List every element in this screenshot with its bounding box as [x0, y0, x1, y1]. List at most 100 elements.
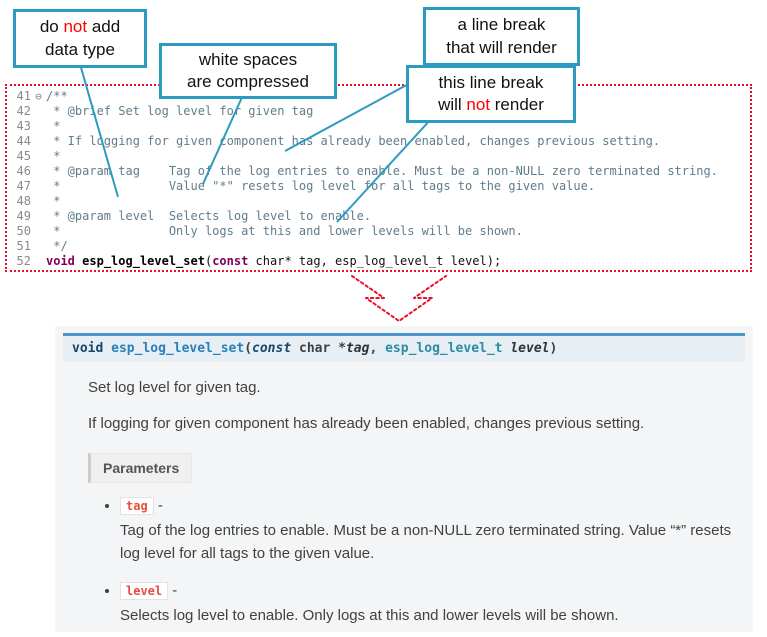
text-segment: char* tag, esp_log_level_t level);: [248, 254, 502, 268]
fold-gutter: [31, 194, 46, 209]
text-segment: esp_log_level_set: [111, 341, 245, 356]
callout-text: will: [438, 95, 467, 114]
callout-text-red: not: [466, 95, 491, 114]
fold-collapse-icon[interactable]: ⊖: [35, 90, 42, 103]
text-segment: tag: [345, 341, 370, 356]
text-segment: *: [330, 341, 346, 356]
text-segment: const: [212, 254, 249, 268]
parameter-dash: -: [153, 497, 163, 514]
text-segment: void: [72, 341, 104, 356]
fold-gutter: [31, 149, 46, 164]
code-line: 45 *: [7, 149, 750, 164]
callout-text: render: [490, 95, 544, 114]
text-segment: esp_log_level_set: [82, 254, 205, 268]
code-line: 48 *: [7, 194, 750, 209]
text-segment: * @brief Set log level for given tag: [46, 104, 314, 118]
code-text: *: [46, 119, 60, 134]
callout-text: add: [87, 17, 121, 37]
parameter-item: level - Selects log level to enable. Only…: [120, 581, 737, 627]
line-number: 42: [16, 104, 31, 118]
text-segment: */: [46, 239, 68, 253]
callout-text: do: [39, 17, 64, 37]
callout-line-break-renders: a line break that will render: [423, 7, 580, 66]
detailed-description: If logging for given component has alrea…: [88, 415, 645, 432]
callout-line-break-not-render: this line break will not render: [406, 65, 576, 123]
parameters-heading: Parameters: [88, 453, 193, 483]
text-segment: const: [252, 341, 292, 356]
code-text: * @param level Selects log level to enab…: [46, 209, 371, 224]
parameter-dash: -: [168, 581, 178, 599]
text-segment: * @param tag Tag of the log entries to e…: [46, 164, 718, 178]
parameter-description: Selects log level to enable. Only logs a…: [120, 606, 619, 624]
code-line: 42 * @brief Set log level for given tag: [7, 104, 750, 119]
line-number: 46: [16, 164, 31, 178]
code-line: 41 ⊖ /**: [7, 89, 750, 104]
line-number: 45: [16, 149, 31, 163]
rendered-docs-panel: void esp_log_level_set(const char *tag, …: [55, 326, 753, 632]
function-signature: void esp_log_level_set(const char *tag, …: [63, 333, 745, 362]
code-line: 52 void esp_log_level_set(const char* tag…: [7, 254, 750, 269]
code-line: 49 * @param level Selects log level to e…: [7, 209, 750, 224]
callout-text-red: not: [63, 17, 88, 37]
line-number: 41: [16, 89, 31, 103]
text-segment: * Only logs at this and lower levels wil…: [46, 224, 523, 238]
code-text: void esp_log_level_set(const char* tag, …: [46, 254, 501, 269]
text-segment: /**: [46, 89, 68, 103]
code-text: * Value "*" resets log level for all tag…: [46, 179, 595, 194]
code-line: 43 *: [7, 119, 750, 134]
code-editor: 41⊖/**42 * @brief Set log level for give…: [5, 84, 752, 272]
fold-gutter: [31, 254, 46, 269]
line-number: 44: [16, 134, 31, 148]
fold-gutter: [31, 179, 46, 194]
callout-line: that will render: [446, 37, 557, 57]
code-line: 51 */: [7, 239, 750, 254]
text-segment: * @param level Selects log level to enab…: [46, 209, 372, 223]
code-lines: 41⊖/**42 * @brief Set log level for give…: [7, 89, 750, 269]
code-text: * Only logs at this and lower levels wil…: [46, 224, 523, 239]
text-segment: *: [46, 194, 61, 208]
code-text: *: [46, 194, 60, 209]
text-segment: esp_log_level_t: [385, 341, 503, 356]
code-text: * @param tag Tag of the log entries to e…: [46, 164, 718, 179]
text-segment: char: [299, 341, 331, 356]
parameters-list: tag -Tag of the log entries to enable. M…: [88, 497, 737, 627]
code-text: *: [46, 149, 60, 164]
code-line: 47 * Value "*" resets log level for all …: [7, 179, 750, 194]
code-line: 44 * If logging for given component has …: [7, 134, 750, 149]
code-line: 50 * Only logs at this and lower levels …: [7, 224, 750, 239]
callout-line: are compressed: [187, 72, 309, 91]
text-segment: ): [549, 341, 558, 356]
fold-gutter: [31, 119, 46, 134]
text-segment: *: [46, 149, 61, 163]
text-segment: ,: [369, 341, 386, 356]
callout-line: do not add: [40, 16, 120, 38]
parameter-name-literal: level: [120, 581, 169, 600]
fold-gutter: [31, 239, 46, 254]
text-segment: level: [510, 341, 550, 356]
callout-line: this line break: [438, 72, 544, 92]
code-text: /**: [46, 89, 68, 104]
code-text: * If logging for given component has alr…: [46, 134, 660, 149]
fold-gutter: [31, 164, 46, 179]
text-segment: (: [244, 341, 253, 356]
fold-gutter: [31, 209, 46, 224]
callout-do-not-add-data-type: do not add data type: [13, 9, 147, 68]
callout-line: data type: [45, 39, 115, 59]
text-segment: * Value "*" resets log level for all tag…: [46, 179, 596, 193]
parameter-item: tag -Tag of the log entries to enable. M…: [120, 497, 737, 566]
text-segment: [291, 341, 299, 356]
text-segment: void: [46, 254, 75, 268]
down-arrow-dotted-icon: [351, 275, 447, 322]
callout-line: a line break: [457, 15, 546, 35]
line-number: 51: [16, 239, 31, 253]
line-number: 49: [16, 209, 31, 223]
parameter-description: Tag of the log entries to enable. Must b…: [120, 522, 732, 563]
line-number: 43: [16, 119, 31, 133]
code-line: 46 * @param tag Tag of the log entries t…: [7, 164, 750, 179]
line-number: 48: [16, 194, 31, 208]
line-number: 52: [16, 254, 31, 268]
code-text: */: [46, 239, 68, 254]
callout-whitespace-compressed: white spaces are compressed: [159, 43, 337, 99]
text-segment: * If logging for given component has alr…: [46, 134, 661, 148]
